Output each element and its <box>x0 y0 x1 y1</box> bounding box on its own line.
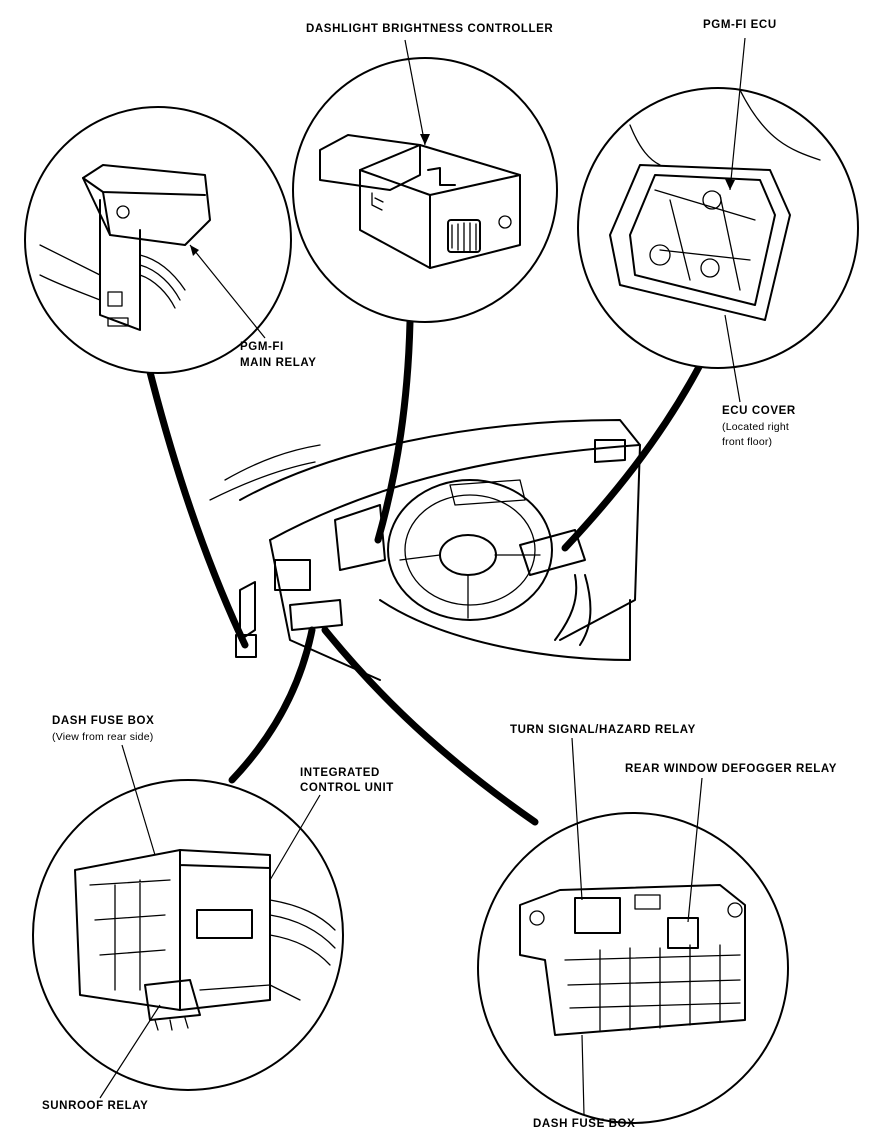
pgmfi-main-relay-label-line2: MAIN RELAY <box>240 357 317 369</box>
ecu-cover-label: ECU COVER <box>722 405 796 417</box>
turn-signal-relay-label: TURN SIGNAL/HAZARD RELAY <box>510 724 696 736</box>
fuse-box-front-circle <box>477 812 789 1124</box>
leader-bands <box>146 318 704 826</box>
sunroof-relay-label: SUNROOF RELAY <box>42 1100 149 1112</box>
fuse-box-rear-circle <box>32 779 344 1091</box>
label-leader-lines <box>99 37 746 1116</box>
dashlight-detail-circle <box>292 57 558 323</box>
dash-fuse-box-front-label: DASH FUSE BOX <box>533 1118 636 1130</box>
relay-detail-circle <box>24 106 292 374</box>
pgmfi-main-relay-label-line1: PGM-FI <box>240 341 284 353</box>
ecu-detail-circle <box>577 87 859 369</box>
ecu-cover-note-line2: front floor) <box>722 436 773 448</box>
dash-fuse-box-rear-note: (View from rear side) <box>52 731 154 743</box>
dash-fuse-box-rear-label: DASH FUSE BOX <box>52 715 155 727</box>
dashboard-overview <box>209 419 641 681</box>
pgmfi-ecu-label: PGM-FI ECU <box>703 19 777 31</box>
ecu-cover-note-line1: (Located right <box>722 421 790 433</box>
rear-defogger-relay-label: REAR WINDOW DEFOGGER RELAY <box>625 763 837 775</box>
integrated-control-unit-label-line1: INTEGRATED <box>300 767 380 779</box>
integrated-control-unit-label-line2: CONTROL UNIT <box>300 782 394 794</box>
dashlight-label: DASHLIGHT BRIGHTNESS CONTROLLER <box>306 23 554 35</box>
